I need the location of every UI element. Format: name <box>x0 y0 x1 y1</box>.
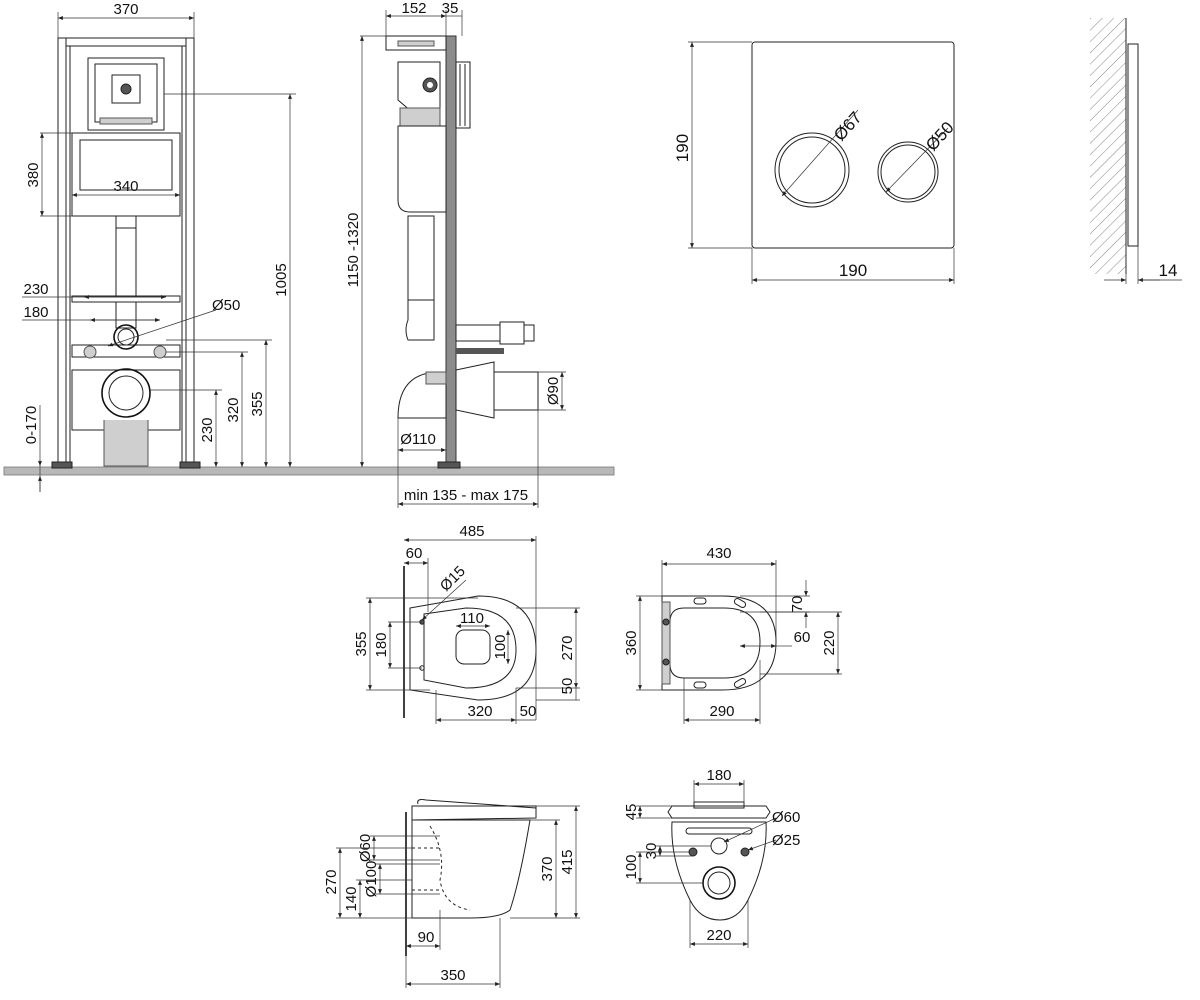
dim-485: 485 <box>459 523 484 540</box>
dim-d50: Ø50 <box>212 297 240 314</box>
front-dimensions: 370 380 340 230 180 Ø50 1005 355 320 <box>22 1 296 492</box>
flush-plate-front <box>751 41 955 249</box>
dim-100-back: 100 <box>623 854 640 879</box>
bowl-back-view <box>667 801 771 921</box>
dim-60-seat: 60 <box>794 629 811 646</box>
bowl-top-dimensions: 485 60 Ø15 355 180 110 100 270 50 <box>353 523 580 724</box>
side-dimensions: 152 35 1150 -1320 Ø90 Ø110 min 135 - max… <box>345 0 566 508</box>
dim-d110: Ø110 <box>400 431 436 448</box>
dim-d15: Ø15 <box>437 563 469 595</box>
frame-front-view <box>51 37 201 469</box>
dim-110: 110 <box>460 610 484 627</box>
dim-190-vertical: 190 <box>673 134 692 162</box>
bowl-side-dimensions: Ø60 270 Ø100 140 370 415 90 350 <box>323 805 580 988</box>
frame-side-view <box>385 35 539 469</box>
dim-415: 415 <box>559 849 576 874</box>
dim-180: 180 <box>23 304 48 321</box>
dim-50-right: 50 <box>559 678 576 695</box>
dim-370: 370 <box>113 1 138 18</box>
dim-70: 70 <box>789 596 806 613</box>
dim-d90: Ø90 <box>545 377 562 405</box>
dim-50-bottom: 50 <box>520 703 537 720</box>
dim-230: 230 <box>23 281 48 298</box>
dim-340: 340 <box>113 178 138 195</box>
dim-355-bowl: 355 <box>353 631 370 656</box>
dim-d60-back: Ø60 <box>772 809 800 826</box>
dim-350: 350 <box>440 967 465 984</box>
dim-380: 380 <box>25 162 42 187</box>
dim-180-back: 180 <box>706 767 731 784</box>
dim-220-back: 220 <box>706 927 731 944</box>
dim-290: 290 <box>709 703 734 720</box>
dim-90: 90 <box>418 929 435 946</box>
dim-270-bowl: 270 <box>559 635 576 660</box>
dim-320-bowl: 320 <box>467 703 492 720</box>
dim-360: 360 <box>623 630 640 655</box>
dim-355: 355 <box>249 391 266 416</box>
dim-220-seat: 220 <box>821 630 838 655</box>
flush-plate-dimensions: Ø67 Ø50 190 190 <box>673 41 958 284</box>
flush-plate-side: 14 <box>1090 18 1182 284</box>
dim-430: 430 <box>706 545 731 562</box>
dim-14: 14 <box>1159 261 1178 280</box>
dim-60-top: 60 <box>406 545 423 562</box>
dim-0-170: 0-170 <box>23 406 40 444</box>
dim-180-bowl: 180 <box>373 632 390 657</box>
seat-top-dimensions: 430 70 360 60 220 290 <box>623 545 842 724</box>
dim-152: 152 <box>401 0 426 17</box>
dim-min-max: min 135 - max 175 <box>404 487 528 504</box>
bowl-back-dimensions: 180 45 Ø60 30 Ø25 100 220 <box>623 767 800 948</box>
dim-140: 140 <box>343 886 360 911</box>
dim-270-side: 270 <box>323 869 340 894</box>
dim-d100: Ø100 <box>363 861 380 898</box>
bowl-side-view <box>405 799 537 956</box>
dim-230-vertical: 230 <box>199 417 216 442</box>
dim-1005: 1005 <box>273 263 290 296</box>
dim-190-horizontal: 190 <box>839 261 867 280</box>
dim-320: 320 <box>225 397 242 422</box>
dim-30: 30 <box>643 843 660 860</box>
seat-top-view <box>661 595 777 691</box>
dim-45: 45 <box>623 804 640 821</box>
dim-370-side: 370 <box>539 856 556 881</box>
dim-d25: Ø25 <box>772 832 800 849</box>
dim-35: 35 <box>442 0 459 17</box>
dim-100-bowl: 100 <box>492 634 509 659</box>
dim-1150-1320: 1150 -1320 <box>345 213 362 288</box>
floor-line <box>3 466 615 476</box>
